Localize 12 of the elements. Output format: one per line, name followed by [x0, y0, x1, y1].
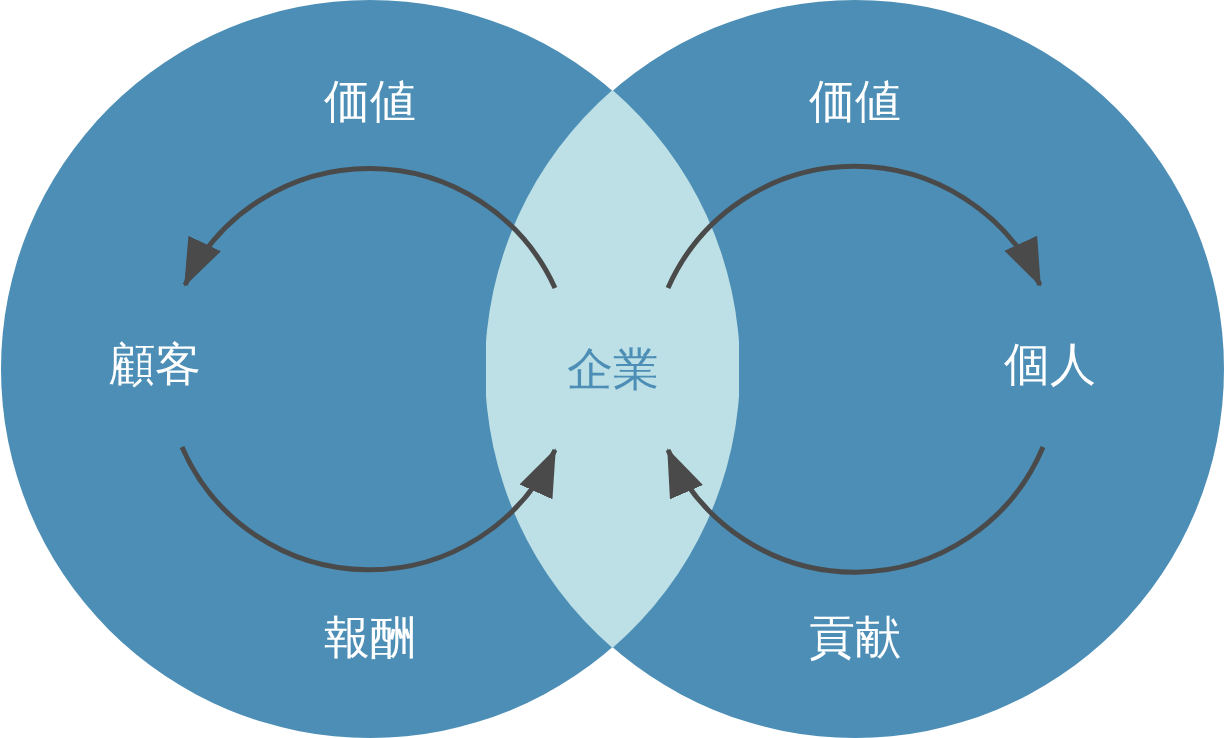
edge-label: 貢献 [809, 609, 901, 666]
curved-arrow [665, 163, 1043, 290]
curved-arrow [182, 166, 558, 290]
edge-label: 価値 [809, 73, 901, 130]
node-label: 顧客 [95, 335, 215, 395]
node-label: 個人 [990, 335, 1110, 395]
overlap-lens [486, 90, 739, 649]
edge-label: 価値 [324, 73, 416, 130]
curved-arrow [665, 445, 1046, 575]
edge-label: 報酬 [324, 609, 416, 666]
curved-arrow [179, 445, 558, 573]
node-label: 企業 [566, 340, 659, 398]
